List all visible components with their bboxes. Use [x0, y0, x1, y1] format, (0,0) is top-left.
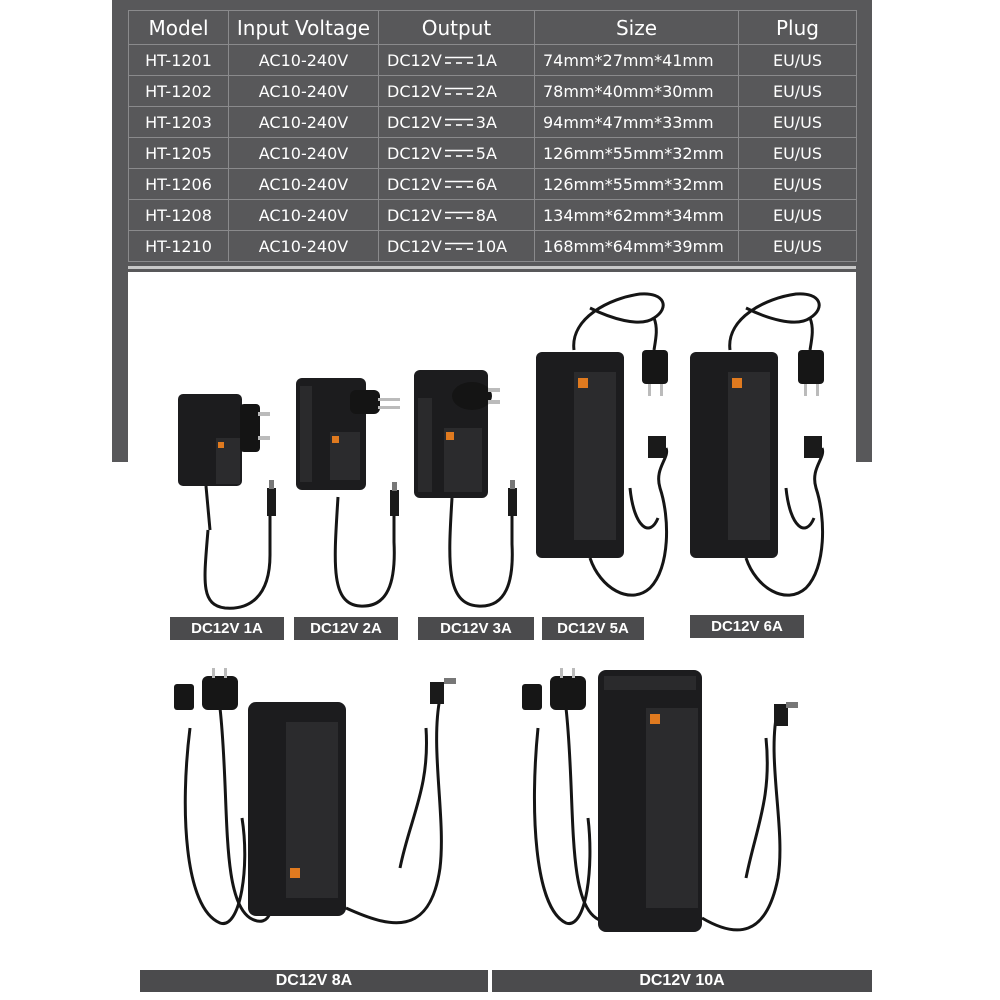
product-label-6a: DC12V 6A	[690, 615, 804, 638]
table-divider	[128, 266, 856, 269]
adapter-3a-photo	[414, 370, 517, 608]
cell-plug: EU/US	[738, 168, 857, 200]
product-label-5a: DC12V 5A	[542, 617, 644, 640]
cell-size: 94mm*47mm*33mm	[534, 106, 739, 138]
cell-size: 168mm*64mm*39mm	[534, 230, 739, 262]
output-current: 1A	[475, 50, 497, 70]
cell-input-voltage: AC10-240V	[228, 168, 379, 200]
cell-output: DC12V 2A	[378, 75, 535, 107]
header-size: Size	[534, 10, 739, 45]
cell-model: HT-1206	[128, 168, 229, 200]
header-model: Model	[128, 10, 229, 45]
cell-model: HT-1208	[128, 199, 229, 231]
cell-size: 126mm*55mm*32mm	[534, 168, 739, 200]
cell-input-voltage: AC10-240V	[228, 137, 379, 169]
cell-model: HT-1203	[128, 106, 229, 138]
product-label-2a: DC12V 2A	[294, 617, 398, 640]
cell-plug: EU/US	[738, 230, 857, 262]
cell-plug: EU/US	[738, 106, 857, 138]
header-plug: Plug	[738, 10, 857, 45]
cell-input-voltage: AC10-240V	[228, 44, 379, 76]
product-label-3a: DC12V 3A	[418, 617, 534, 640]
adapter-2a-photo	[296, 378, 400, 608]
output-current: 8A	[475, 205, 497, 225]
dc-symbol-icon	[444, 149, 473, 157]
cell-output: DC12V 6A	[378, 168, 535, 200]
output-voltage: DC12V	[387, 236, 442, 256]
adapter-5a-photo	[536, 292, 669, 597]
product-label-1a: DC12V 1A	[170, 617, 284, 640]
dc-symbol-icon	[444, 56, 473, 64]
adapter-8a-photo	[174, 668, 456, 925]
cell-input-voltage: AC10-240V	[228, 199, 379, 231]
cell-model: HT-1205	[128, 137, 229, 169]
cell-size: 74mm*27mm*41mm	[534, 44, 739, 76]
header-input-voltage: Input Voltage	[228, 10, 379, 45]
spec-table: Model Input Voltage Output Size Plug HT-…	[128, 10, 857, 262]
table-header-row: Model Input Voltage Output Size Plug	[128, 10, 857, 45]
cell-output: DC12V 5A	[378, 137, 535, 169]
cell-output: DC12V 3A	[378, 106, 535, 138]
output-voltage: DC12V	[387, 81, 442, 101]
output-current: 3A	[475, 112, 497, 132]
cell-plug: EU/US	[738, 137, 857, 169]
cell-input-voltage: AC10-240V	[228, 230, 379, 262]
dc-symbol-icon	[444, 242, 473, 250]
dc-symbol-icon	[444, 118, 473, 126]
header-output: Output	[378, 10, 535, 45]
cell-model: HT-1202	[128, 75, 229, 107]
cell-input-voltage: AC10-240V	[228, 106, 379, 138]
cell-size: 134mm*62mm*34mm	[534, 199, 739, 231]
dc-symbol-icon	[444, 87, 473, 95]
cell-model: HT-1201	[128, 44, 229, 76]
output-current: 5A	[475, 143, 497, 163]
cell-plug: EU/US	[738, 199, 857, 231]
dc-symbol-icon	[444, 211, 473, 219]
output-voltage: DC12V	[387, 205, 442, 225]
output-voltage: DC12V	[387, 143, 442, 163]
output-current: 6A	[475, 174, 497, 194]
adapter-1a-photo	[178, 394, 276, 610]
cell-output: DC12V 8A	[378, 199, 535, 231]
output-voltage: DC12V	[387, 50, 442, 70]
output-voltage: DC12V	[387, 112, 442, 132]
adapter-6a-photo	[690, 292, 825, 597]
cell-plug: EU/US	[738, 44, 857, 76]
cell-output: DC12V 1A	[378, 44, 535, 76]
cell-input-voltage: AC10-240V	[228, 75, 379, 107]
product-label-8a: DC12V 8A	[140, 970, 488, 992]
cell-plug: EU/US	[738, 75, 857, 107]
adapter-10a-photo	[522, 668, 798, 932]
dc-symbol-icon	[444, 180, 473, 188]
output-voltage: DC12V	[387, 174, 442, 194]
output-current: 2A	[475, 81, 497, 101]
cell-size: 78mm*40mm*30mm	[534, 75, 739, 107]
cell-output: DC12V 10A	[378, 230, 535, 262]
product-label-10a: DC12V 10A	[492, 970, 872, 992]
cell-model: HT-1210	[128, 230, 229, 262]
output-current: 10A	[475, 236, 508, 256]
cell-size: 126mm*55mm*32mm	[534, 137, 739, 169]
